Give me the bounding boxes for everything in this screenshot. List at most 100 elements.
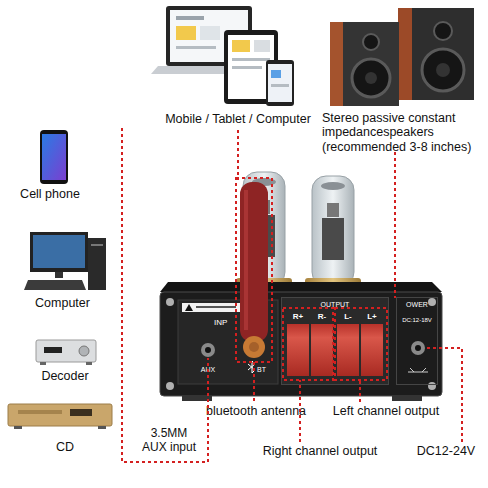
computer-icon	[30, 232, 88, 272]
cd-player-icon	[8, 404, 112, 426]
decoder-icon	[86, 362, 92, 365]
amplifier-chassis	[160, 282, 442, 292]
laptop-icon	[176, 46, 216, 49]
leader-line	[335, 308, 387, 380]
cd-player-icon	[8, 404, 112, 429]
terminal-label: R-	[311, 313, 333, 322]
speaker-icon	[436, 63, 450, 77]
decoder-icon	[44, 347, 62, 353]
terminal-label: R+	[287, 313, 309, 322]
speaker-icon	[412, 8, 474, 100]
bluetooth-symbol	[248, 361, 255, 373]
aux-jack	[201, 343, 215, 357]
decoder-icon	[79, 346, 89, 356]
terminal-label: L-	[337, 313, 359, 322]
leader-line	[122, 128, 208, 462]
leader-line	[283, 308, 333, 380]
panel-label: OUTPUT	[282, 301, 388, 309]
power-jack	[408, 368, 428, 372]
panel-label: INP	[214, 318, 238, 327]
cd-player-icon	[70, 409, 92, 416]
leader-line	[394, 152, 396, 298]
speaker-icon	[330, 22, 343, 106]
phone-icon	[271, 84, 289, 87]
tube	[312, 176, 354, 286]
leader-line	[359, 380, 361, 402]
power-jack	[408, 341, 428, 372]
power-jack	[411, 341, 425, 355]
speaker-icon	[365, 72, 377, 84]
device-label: Mobile / Tablet / Computer	[158, 112, 318, 126]
computer-icon	[55, 272, 63, 278]
speaker-icon	[330, 22, 399, 106]
laptop-icon	[200, 26, 220, 40]
tube	[321, 182, 345, 190]
bluetooth-antenna	[249, 342, 259, 352]
tube	[322, 218, 344, 260]
speaker-icon	[398, 8, 474, 100]
cd-player-icon	[14, 426, 22, 429]
computer-icon	[24, 280, 86, 290]
aux-jack	[201, 343, 215, 357]
leader-line	[122, 128, 462, 462]
panel-label: AUX	[195, 366, 221, 374]
cell-phone-icon	[40, 130, 68, 184]
tube	[312, 176, 354, 286]
leader-line	[236, 178, 272, 362]
decoder-icon	[36, 340, 96, 362]
decoder-icon	[36, 340, 96, 365]
cell-phone-icon	[40, 130, 68, 184]
speaker-icon	[422, 49, 464, 91]
cd-player-icon	[18, 410, 62, 414]
bluetooth-antenna	[240, 182, 268, 358]
source-label: Cell phone	[10, 187, 90, 201]
leader-line	[253, 362, 255, 402]
bluetooth-antenna	[240, 182, 268, 342]
speaker-label: Stereo passive constant impedancespeaker…	[322, 111, 487, 154]
cell-phone-icon	[42, 134, 66, 180]
computer-icon	[91, 244, 103, 246]
speaker-terminal: R-	[311, 312, 333, 376]
leader-line	[237, 130, 239, 180]
source-label: Decoder	[25, 369, 105, 383]
cd-player-icon	[98, 426, 106, 429]
laptop-icon	[176, 16, 204, 20]
callout-label: bluetooth antenna	[196, 404, 316, 418]
power-panel: OWERDC:12-18V	[396, 297, 438, 385]
leader-line	[299, 380, 301, 442]
amplifier-chassis	[182, 303, 240, 312]
phone-icon	[268, 64, 292, 102]
speaker-icon	[363, 34, 379, 50]
power-jack	[415, 345, 421, 351]
speaker-terminal: R+	[287, 312, 309, 376]
leader-line	[426, 348, 462, 442]
laptop-icon	[176, 26, 196, 40]
tablet-icon	[254, 40, 270, 52]
amplifier-chassis	[166, 298, 174, 306]
speaker-icon	[398, 8, 412, 100]
tablet-icon	[232, 66, 262, 69]
speaker-icon	[434, 22, 452, 40]
callout-label: DC12-24V	[404, 444, 488, 458]
amplifier-chassis	[185, 304, 193, 311]
callout-label: 3.5MM AUX input	[138, 427, 200, 455]
computer-icon	[33, 235, 85, 268]
tablet-icon	[232, 40, 250, 52]
tablet-icon	[232, 58, 270, 61]
amplifier-chassis	[166, 382, 174, 390]
amplifier-chassis	[428, 382, 436, 390]
panel-label: BT	[257, 366, 273, 374]
amplifier-chassis	[182, 396, 212, 401]
speaker-icon	[343, 22, 399, 106]
phone-icon	[266, 60, 294, 106]
output-panel: OUTPUT R+R- L-L+	[281, 297, 389, 385]
bluetooth-symbol	[248, 361, 255, 373]
speaker-icon	[352, 59, 390, 97]
computer-icon	[88, 238, 106, 290]
terminal-label: L+	[361, 313, 383, 322]
amplifier-chassis	[392, 396, 422, 401]
bluetooth-antenna	[243, 336, 265, 358]
panel-label: DC:12-18V	[397, 317, 437, 324]
aux-jack	[205, 347, 211, 353]
